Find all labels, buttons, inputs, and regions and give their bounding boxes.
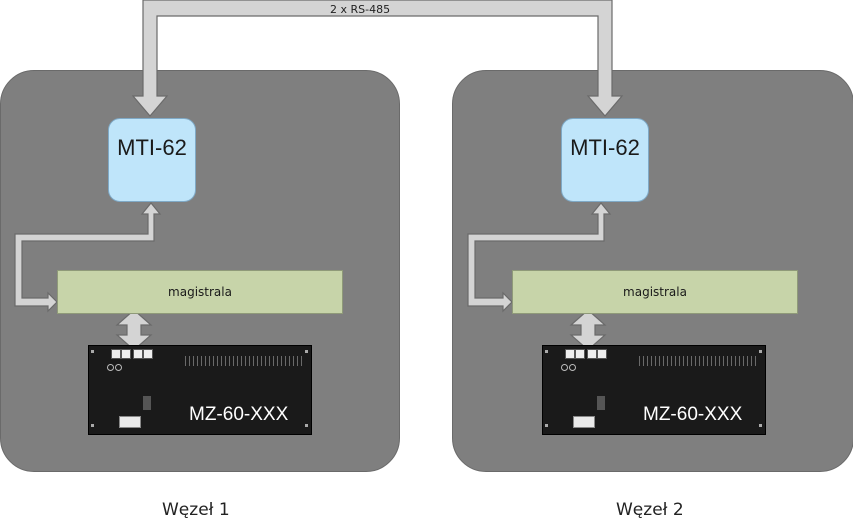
rs485-link-arrow-icon	[131, 0, 624, 117]
screw-icon	[759, 350, 762, 353]
bus-box-node-2[interactable]: magistrala	[512, 270, 798, 314]
panel-node-1[interactable]: MZ-60-XXX	[88, 345, 312, 435]
controller-label: MTI-62	[570, 135, 640, 160]
link-label: 2 x RS-485	[330, 3, 391, 16]
terminal-icon	[133, 349, 143, 359]
connector-icon	[119, 416, 141, 428]
vent-grille	[639, 356, 757, 366]
led-icon	[115, 364, 122, 371]
component-icon	[143, 396, 151, 410]
component-icon	[597, 396, 605, 410]
screw-icon	[545, 350, 548, 353]
double-arrow-icon	[569, 309, 607, 351]
screw-icon	[91, 350, 94, 353]
terminal-icon	[575, 349, 585, 359]
led-icon	[569, 364, 576, 371]
led-icon	[561, 364, 568, 371]
bus-label: magistrala	[168, 285, 232, 299]
connector-icon	[573, 416, 595, 428]
terminal-icon	[111, 349, 121, 359]
led-icon	[107, 364, 114, 371]
screw-icon	[305, 424, 308, 427]
controller-box-node-2[interactable]: MTI-62	[561, 118, 649, 202]
panel-node-2[interactable]: MZ-60-XXX	[542, 345, 766, 435]
vent-grille	[185, 356, 303, 366]
screw-icon	[545, 424, 548, 427]
terminal-icon	[597, 349, 607, 359]
bus-box-node-1[interactable]: magistrala	[57, 270, 343, 314]
node-caption: Węzeł 2	[616, 500, 684, 520]
node-caption: Węzeł 1	[162, 500, 230, 520]
controller-box-node-1[interactable]: MTI-62	[108, 118, 196, 202]
bus-label: magistrala	[623, 285, 687, 299]
terminal-icon	[121, 349, 131, 359]
screw-icon	[91, 424, 94, 427]
terminal-icon	[565, 349, 575, 359]
bus-feedback-arrow-icon	[14, 202, 162, 313]
terminal-icon	[587, 349, 597, 359]
double-arrow-icon	[115, 309, 153, 351]
controller-label: MTI-62	[117, 135, 187, 160]
screw-icon	[305, 350, 308, 353]
bus-feedback-arrow-icon	[467, 202, 612, 313]
panel-label: MZ-60-XXX	[643, 404, 743, 425]
screw-icon	[759, 424, 762, 427]
terminal-icon	[143, 349, 153, 359]
panel-label: MZ-60-XXX	[189, 404, 289, 425]
